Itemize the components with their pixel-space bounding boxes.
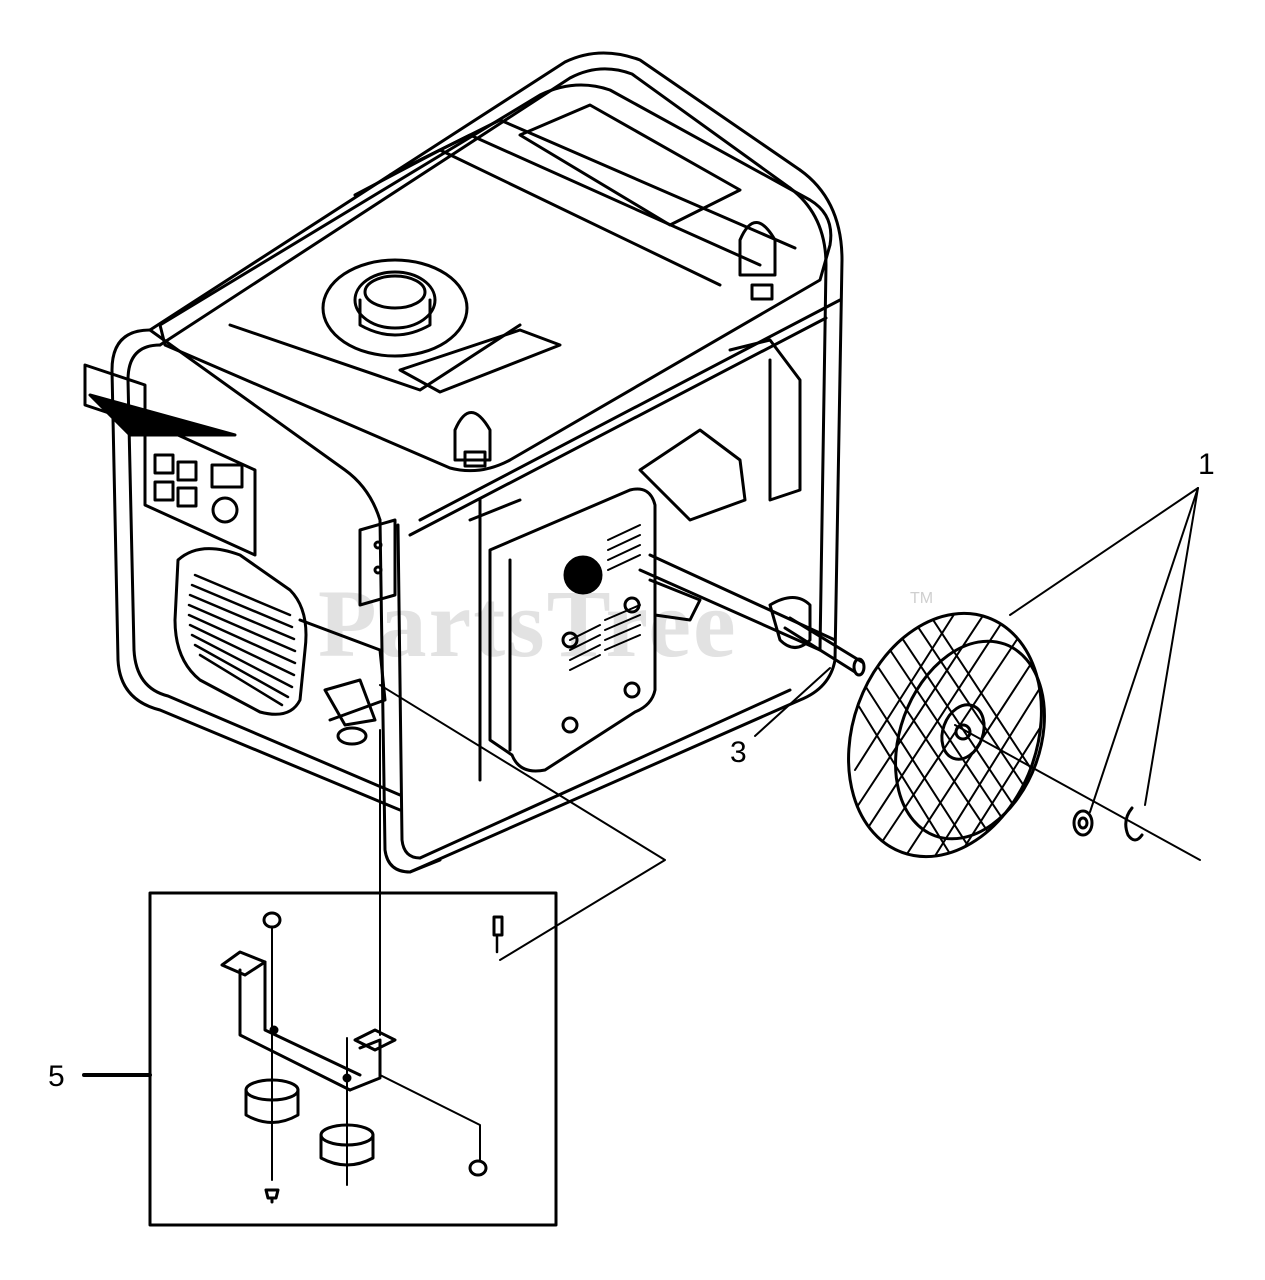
engine-muffler [468,338,802,782]
axle [783,616,866,677]
detail-box [82,891,558,1227]
leader-lines [379,487,1201,1036]
watermark-tm: TM [910,590,934,607]
control-panel [83,363,257,557]
alternator-shroud [173,547,387,746]
washer [1072,809,1094,837]
fuel-tank [158,83,833,473]
brackets [358,518,812,649]
callout-1: 1 [1198,448,1215,481]
callout-3: 3 [730,736,747,769]
hairpin-clip [1124,806,1144,842]
callout-5: 5 [48,1060,65,1093]
wheel [847,599,1046,881]
